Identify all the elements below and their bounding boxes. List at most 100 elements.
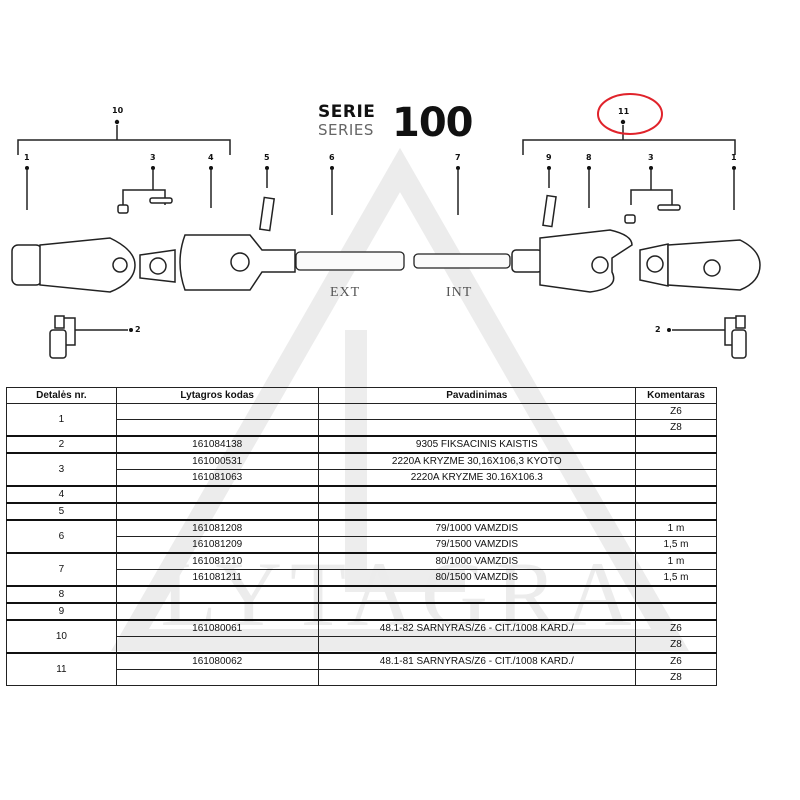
table-row: 5 bbox=[6, 502, 717, 521]
part-label-6: 6 bbox=[329, 153, 335, 162]
cell-komentaras: Z8 bbox=[635, 419, 717, 437]
table-row: Z8 bbox=[7, 669, 717, 686]
table-row: Z8 bbox=[7, 419, 717, 437]
part-label-8: 8 bbox=[586, 153, 592, 162]
cell-lytagros-kodas: 161080061 bbox=[115, 619, 319, 637]
part-label-10: 10 bbox=[112, 106, 124, 115]
cell-komentaras bbox=[635, 469, 717, 487]
cell-lytagros-kodas bbox=[115, 602, 319, 621]
cell-detales-nr: 1 bbox=[6, 403, 117, 437]
part-label-3-right: 3 bbox=[648, 153, 654, 162]
cell-pavadinimas: 2220A KRYZME 30,16X106,3 KYOTO bbox=[317, 452, 637, 470]
shaft-label-int: INT bbox=[446, 285, 473, 300]
table-row: 9 bbox=[6, 602, 717, 621]
part-label-9: 9 bbox=[546, 153, 552, 162]
parts-table: Detalės nr. Lytagros kodas Pavadinimas K… bbox=[6, 387, 717, 686]
cell-pavadinimas: 79/1000 VAMZDIS bbox=[317, 519, 637, 537]
table-row: 4 bbox=[6, 485, 717, 504]
cell-lytagros-kodas bbox=[115, 502, 319, 521]
part-label-3-left: 3 bbox=[150, 153, 156, 162]
cell-lytagros-kodas: 161081063 bbox=[115, 469, 319, 487]
cell-pavadinimas bbox=[317, 485, 637, 504]
header-detales-nr: Detalės nr. bbox=[6, 387, 117, 404]
cell-lytagros-kodas bbox=[115, 485, 319, 504]
series-label: SERIES bbox=[318, 121, 374, 139]
cell-komentaras: Z6 bbox=[635, 403, 717, 420]
cell-detales-nr: 6 bbox=[6, 519, 117, 554]
cell-komentaras: Z8 bbox=[635, 636, 717, 654]
cell-pavadinimas bbox=[317, 585, 637, 604]
exploded-diagram bbox=[11, 93, 761, 359]
cell-lytagros-kodas: 161081209 bbox=[115, 536, 319, 554]
cell-komentaras bbox=[635, 485, 717, 504]
part-label-4: 4 bbox=[208, 153, 214, 162]
cell-komentaras: Z6 bbox=[635, 619, 717, 637]
cell-pavadinimas bbox=[317, 602, 637, 621]
cell-pavadinimas bbox=[317, 669, 637, 686]
header-komentaras: Komentaras bbox=[635, 387, 717, 404]
cell-detales-nr: 7 bbox=[6, 552, 117, 587]
series-number: 100 bbox=[392, 100, 473, 146]
cell-lytagros-kodas bbox=[115, 419, 319, 437]
cell-pavadinimas: 48.1-82 SARNYRAS/Z6 - CIT./1008 KARD./ bbox=[317, 619, 637, 637]
series-title: SERIE SERIES bbox=[318, 104, 375, 138]
part-label-5: 5 bbox=[264, 153, 270, 162]
serie-label: SERIE bbox=[318, 102, 376, 122]
cell-lytagros-kodas: 161081208 bbox=[115, 519, 319, 537]
cell-komentaras bbox=[635, 585, 717, 604]
part-label-1-left: 1 bbox=[24, 153, 30, 162]
cell-lytagros-kodas bbox=[115, 403, 319, 420]
cell-pavadinimas: 79/1500 VAMZDIS bbox=[317, 536, 637, 554]
table-row: Z8 bbox=[7, 636, 717, 654]
header-lytagros-kodas: Lytagros kodas bbox=[115, 387, 319, 404]
cell-detales-nr: 11 bbox=[6, 652, 117, 686]
cell-pavadinimas: 9305 FIKSACINIS KAISTIS bbox=[317, 435, 637, 454]
table-row: 8 bbox=[6, 585, 717, 604]
cell-pavadinimas bbox=[317, 419, 637, 437]
cell-pavadinimas bbox=[317, 403, 637, 420]
cell-lytagros-kodas bbox=[115, 636, 319, 654]
cell-komentaras: 1 m bbox=[635, 552, 717, 570]
cell-detales-nr: 8 bbox=[6, 585, 117, 604]
part-label-11: 11 bbox=[618, 107, 630, 116]
cell-pavadinimas bbox=[317, 502, 637, 521]
part-label-2-left: 2 bbox=[135, 325, 141, 334]
cell-komentaras: 1 m bbox=[635, 519, 717, 537]
cell-komentaras bbox=[635, 502, 717, 521]
cell-lytagros-kodas: 161080062 bbox=[115, 652, 319, 670]
cell-pavadinimas: 48.1-81 SARNYRAS/Z6 - CIT./1008 KARD./ bbox=[317, 652, 637, 670]
cell-detales-nr: 10 bbox=[6, 619, 117, 654]
table-row: 1 Z6 bbox=[6, 403, 717, 437]
cell-pavadinimas bbox=[317, 636, 637, 654]
part-label-7: 7 bbox=[455, 153, 461, 162]
cell-lytagros-kodas: 161084138 bbox=[115, 435, 319, 454]
cell-detales-nr: 4 bbox=[6, 485, 117, 504]
cell-komentaras: Z6 bbox=[635, 652, 717, 670]
cell-komentaras bbox=[635, 602, 717, 621]
part-label-2-right: 2 bbox=[655, 325, 661, 334]
cell-komentaras: 1,5 m bbox=[635, 569, 717, 587]
cell-detales-nr: 5 bbox=[6, 502, 117, 521]
cell-lytagros-kodas: 161081210 bbox=[115, 552, 319, 570]
cell-pavadinimas: 80/1000 VAMZDIS bbox=[317, 552, 637, 570]
cell-detales-nr: 2 bbox=[6, 435, 117, 454]
cell-komentaras bbox=[635, 435, 717, 454]
cell-komentaras: 1,5 m bbox=[635, 536, 717, 554]
cell-lytagros-kodas: 161081211 bbox=[115, 569, 319, 587]
table-header-row: Detalės nr. Lytagros kodas Pavadinimas K… bbox=[6, 387, 717, 404]
cell-detales-nr: 3 bbox=[6, 452, 117, 487]
part-label-1-right: 1 bbox=[731, 153, 737, 162]
cell-lytagros-kodas bbox=[115, 585, 319, 604]
cell-pavadinimas: 80/1500 VAMZDIS bbox=[317, 569, 637, 587]
cell-lytagros-kodas bbox=[115, 669, 319, 686]
cell-detales-nr: 9 bbox=[6, 602, 117, 621]
